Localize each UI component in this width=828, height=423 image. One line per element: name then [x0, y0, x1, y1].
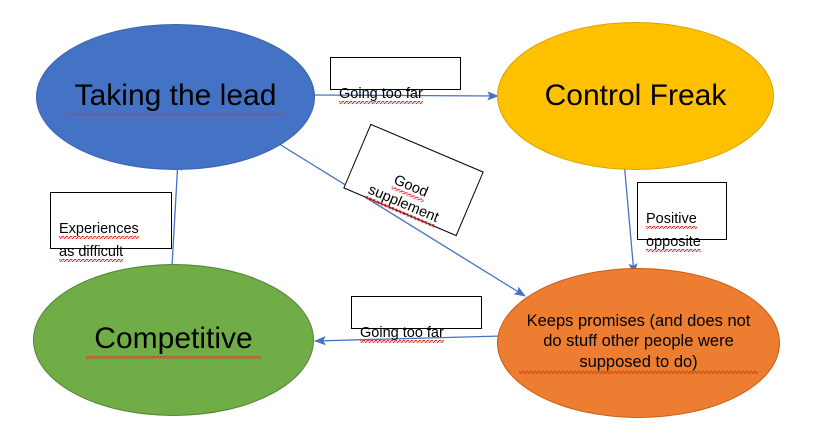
- node-taking-the-lead[interactable]: Taking the lead: [36, 24, 315, 170]
- edge-label-going-too-far-top[interactable]: Going too far: [330, 57, 461, 106]
- edge-label-going-too-far-top-text: Going too far: [339, 86, 423, 106]
- node-control-freak[interactable]: Control Freak: [497, 22, 774, 170]
- edge-control-freak-to-keeps-promises: [623, 160, 638, 276]
- edge-label-experiences-as-difficult[interactable]: Experiences as difficult: [50, 192, 172, 263]
- edge-label-good-supplement[interactable]: Good supplement: [343, 123, 484, 237]
- edge-label-going-too-far-bottom[interactable]: Going too far: [351, 296, 482, 345]
- edge-label-going-too-far-bottom-text: Going too far: [360, 325, 444, 345]
- node-control-freak-label: Control Freak: [544, 79, 727, 113]
- node-competitive-label: Competitive: [86, 319, 261, 361]
- edge-label-positive-opposite[interactable]: Positive opposite: [637, 182, 727, 253]
- edge-label-experiences-as-difficult-text: Experiences as difficult: [59, 221, 139, 263]
- node-keeps-promises-label: Keeps promises (and does not do stuff ot…: [518, 310, 759, 376]
- edge-label-positive-opposite-text: Positive opposite: [646, 211, 701, 253]
- node-taking-the-lead-label: Taking the lead: [66, 76, 285, 118]
- edge-competitive-to-taking-the-lead: [171, 158, 182, 267]
- node-competitive[interactable]: Competitive: [33, 264, 314, 416]
- edge-label-good-supplement-text: Good supplement: [364, 171, 441, 229]
- node-keeps-promises[interactable]: Keeps promises (and does not do stuff ot…: [497, 268, 780, 418]
